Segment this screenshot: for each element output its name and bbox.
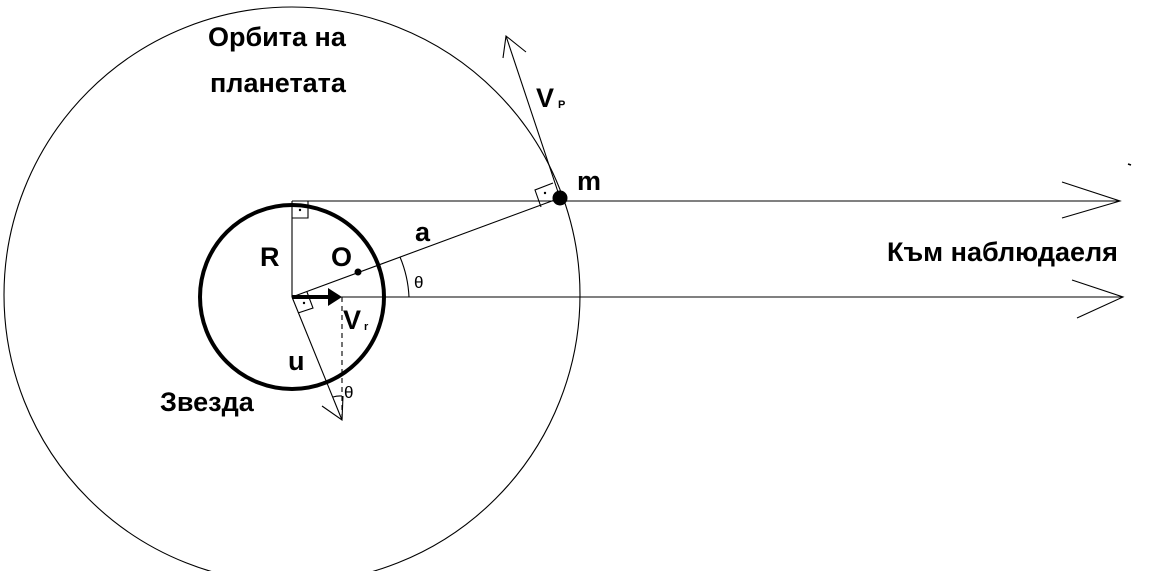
planet-label: m <box>577 166 601 196</box>
right-angle-dot-planet <box>543 191 547 195</box>
right-angle-dot-top <box>298 208 302 212</box>
radius-label: R <box>260 242 280 272</box>
star-velocity-label: u <box>288 346 305 376</box>
orbit-label-line1: Орбита на <box>208 22 347 52</box>
semi-major-axis-line <box>291 197 561 298</box>
radial-velocity-arrowhead <box>328 288 342 306</box>
planet-velocity-label-sub: P <box>558 99 565 111</box>
center-label: O <box>331 242 352 272</box>
stray-mark <box>1127 163 1132 166</box>
star-velocity-arrowhead <box>321 395 344 422</box>
upper-arrowhead <box>1061 181 1122 219</box>
radial-velocity-label-sub: r <box>364 321 369 333</box>
right-angle-mark-top <box>292 201 309 219</box>
planet-orbit <box>3 6 581 571</box>
star-label: Звезда <box>160 387 255 417</box>
planet-velocity-arrowhead <box>502 34 527 59</box>
radial-velocity-label-main: V <box>343 305 361 335</box>
angle-label-lower: θ <box>344 383 353 402</box>
planet-velocity-vector <box>505 35 561 199</box>
right-angle-mark-planet <box>534 182 554 208</box>
angle-arc-main <box>399 256 410 298</box>
barycenter-point <box>354 268 362 276</box>
planet-velocity-label-main: V <box>536 83 554 113</box>
observer-label: Към наблюдаеля <box>887 237 1118 267</box>
lower-arrowhead <box>1071 279 1125 319</box>
orbit-label-line2: планетата <box>210 68 347 98</box>
star-velocity-vector <box>291 296 343 421</box>
angle-label-main: θ <box>414 273 423 292</box>
semi-major-axis-label: a <box>415 217 431 247</box>
angle-arc-lower <box>332 395 343 398</box>
right-angle-dot-star <box>302 301 306 305</box>
